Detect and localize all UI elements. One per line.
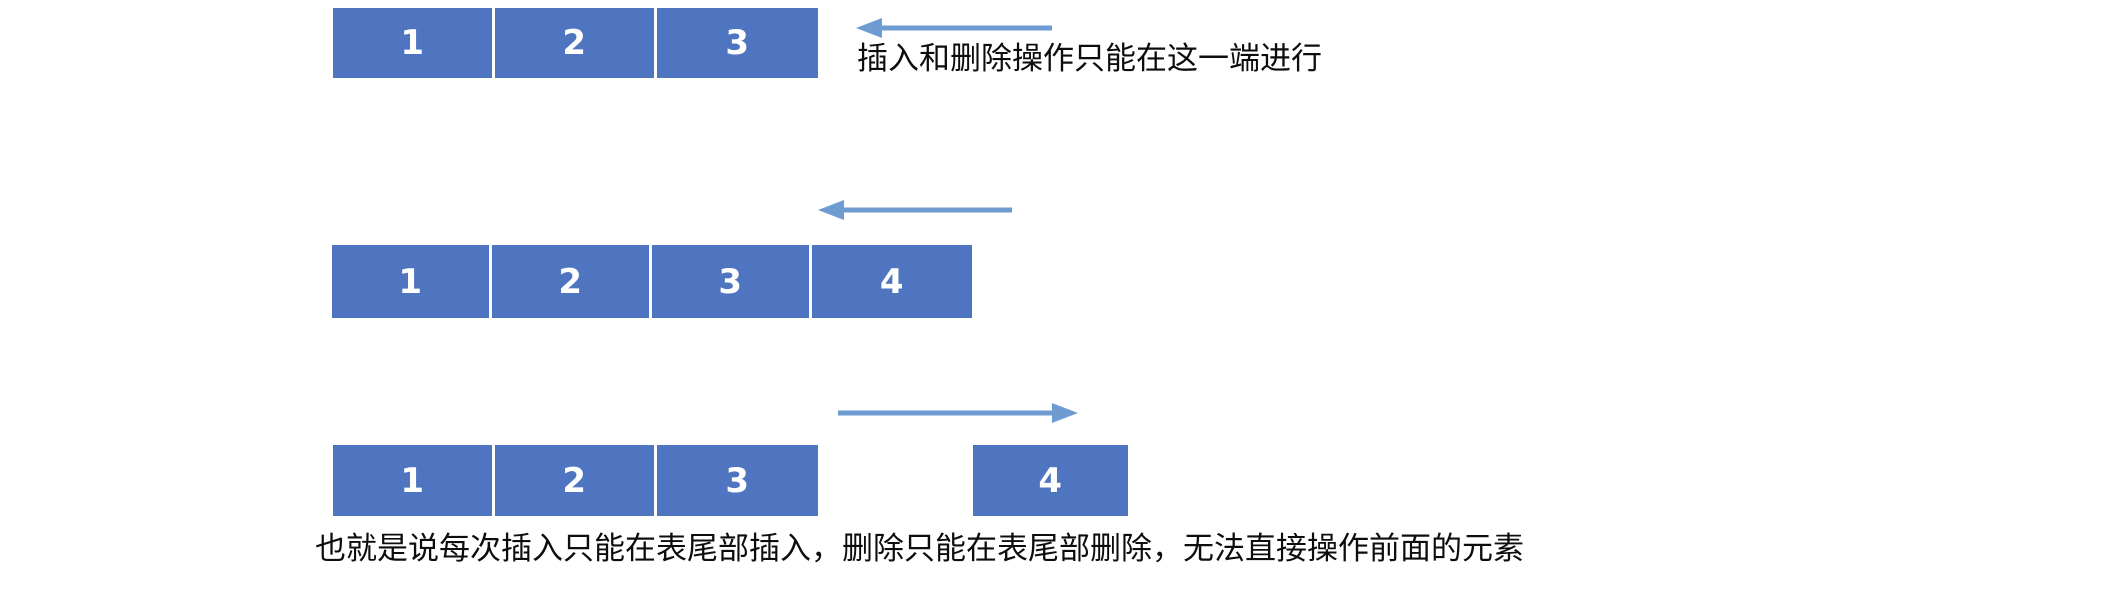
stack-cell-row3-2: 2 bbox=[495, 445, 654, 516]
caption-footer: 也就是说每次插入只能在表尾部插入，删除只能在表尾部删除，无法直接操作前面的元素 bbox=[315, 531, 1524, 567]
stack-cell-row1-2: 2 bbox=[495, 8, 654, 78]
stack-cell-row3-4-detached: 4 bbox=[973, 445, 1128, 516]
arrow-right-row3-icon bbox=[838, 401, 1078, 425]
stack-cell-row3-1: 1 bbox=[333, 445, 492, 516]
arrow-left-row1-icon bbox=[856, 16, 1052, 40]
stack-cell-row2-4: 4 bbox=[812, 245, 972, 318]
stack-cell-row2-3: 3 bbox=[652, 245, 809, 318]
arrow-left-row2-icon bbox=[818, 198, 1012, 222]
stack-cell-row1-1: 1 bbox=[333, 8, 492, 78]
stack-cell-row3-3: 3 bbox=[657, 445, 818, 516]
stack-cell-row2-1: 1 bbox=[332, 245, 489, 318]
stack-cell-row1-3: 3 bbox=[657, 8, 818, 78]
caption-row1: 插入和删除操作只能在这一端进行 bbox=[857, 41, 1322, 77]
stack-cell-row2-2: 2 bbox=[492, 245, 649, 318]
